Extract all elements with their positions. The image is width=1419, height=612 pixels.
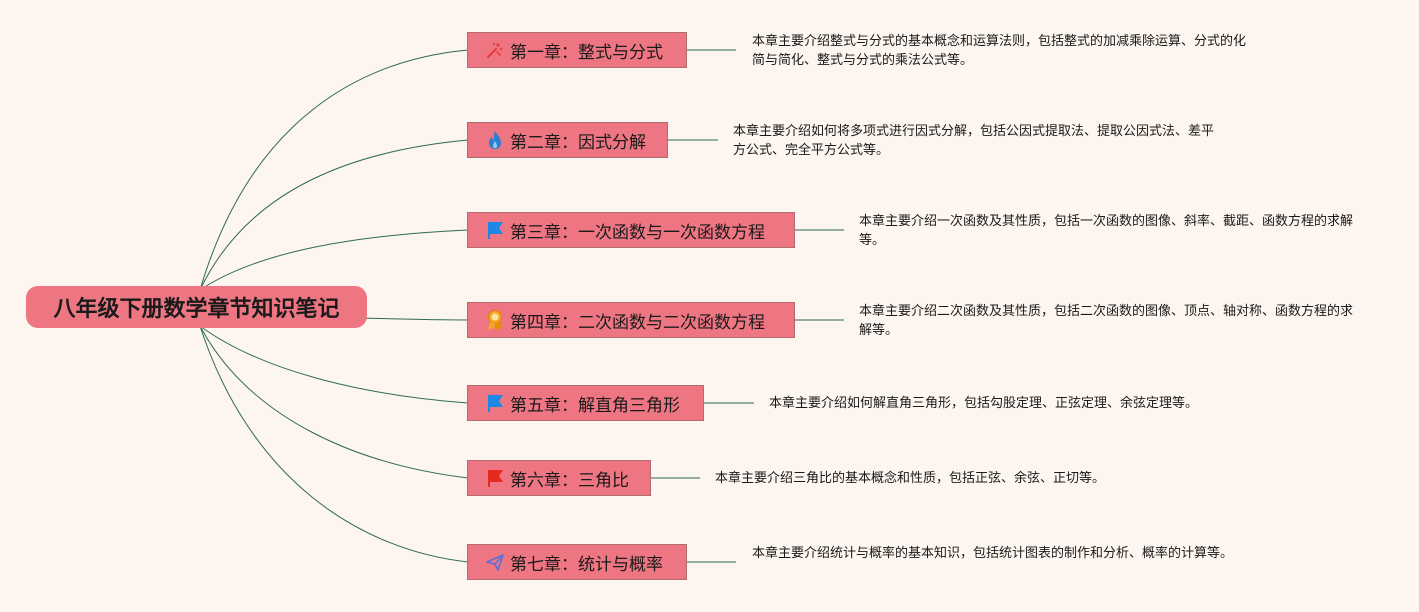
chapter-node-5[interactable]: 第五章：解直角三角形: [467, 385, 704, 421]
flag-red-icon: [484, 467, 506, 489]
chapter-title-5: 第五章：解直角三角形: [510, 395, 680, 416]
flag-blue-icon: [484, 392, 506, 414]
chapter-node-6[interactable]: 第六章：三角比: [467, 460, 651, 496]
medal-icon: [484, 309, 506, 331]
branch-link: [199, 49, 469, 291]
chapter-desc-1: 本章主要介绍整式与分式的基本概念和运算法则，包括整式的加减乘除运算、分式的化简与…: [752, 34, 1247, 68]
branch-link: [199, 139, 469, 291]
paper-plane-icon: [484, 551, 506, 573]
chapter-node-7[interactable]: 第七章：统计与概率: [467, 544, 687, 580]
chapter-title-4: 第四章：二次函数与二次函数方程: [510, 312, 765, 333]
branch-link: [199, 325, 469, 404]
chapter-node-4[interactable]: 第四章：二次函数与二次函数方程: [467, 302, 795, 338]
branch-link: [359, 317, 469, 321]
flame-icon: [484, 129, 506, 151]
chapter-desc-2: 本章主要介绍如何将多项式进行因式分解，包括公因式提取法、提取公因式法、差平方公式…: [733, 124, 1215, 158]
chapter-desc-7: 本章主要介绍统计与概率的基本知识，包括统计图表的制作和分析、概率的计算等。: [752, 546, 1234, 561]
chapter-title-7: 第七章：统计与概率: [510, 554, 663, 575]
chapter-desc-5: 本章主要介绍如何解直角三角形，包括勾股定理、正弦定理、余弦定理等。: [769, 396, 1199, 411]
chapter-title-6: 第六章：三角比: [510, 470, 629, 491]
chapter-title-3: 第三章：一次函数与一次函数方程: [510, 222, 765, 243]
chapter-title-2: 第二章：因式分解: [510, 132, 646, 153]
branch-link: [199, 229, 469, 291]
root-title: 八年级下册数学章节知识笔记: [53, 297, 340, 322]
chapter-node-3[interactable]: 第三章：一次函数与一次函数方程: [467, 212, 795, 248]
flag-blue-icon: [484, 219, 506, 241]
chapter-node-2[interactable]: 第二章：因式分解: [467, 122, 668, 158]
branch-link: [199, 325, 469, 479]
chapter-title-1: 第一章：整式与分式: [510, 42, 663, 63]
chapter-desc-6: 本章主要介绍三角比的基本概念和性质，包括正弦、余弦、正切等。: [715, 471, 1106, 486]
chapter-desc-4: 本章主要介绍二次函数及其性质，包括二次函数的图像、顶点、轴对称、函数方程的求解等…: [859, 304, 1354, 338]
branch-link: [199, 325, 469, 563]
chapter-desc-3: 本章主要介绍一次函数及其性质，包括一次函数的图像、斜率、截距、函数方程的求解等。: [859, 214, 1354, 248]
chapter-node-1[interactable]: 第一章：整式与分式: [467, 32, 687, 68]
sparkle-tool-icon: [484, 39, 506, 61]
root-topic[interactable]: 八年级下册数学章节知识笔记: [26, 286, 367, 328]
